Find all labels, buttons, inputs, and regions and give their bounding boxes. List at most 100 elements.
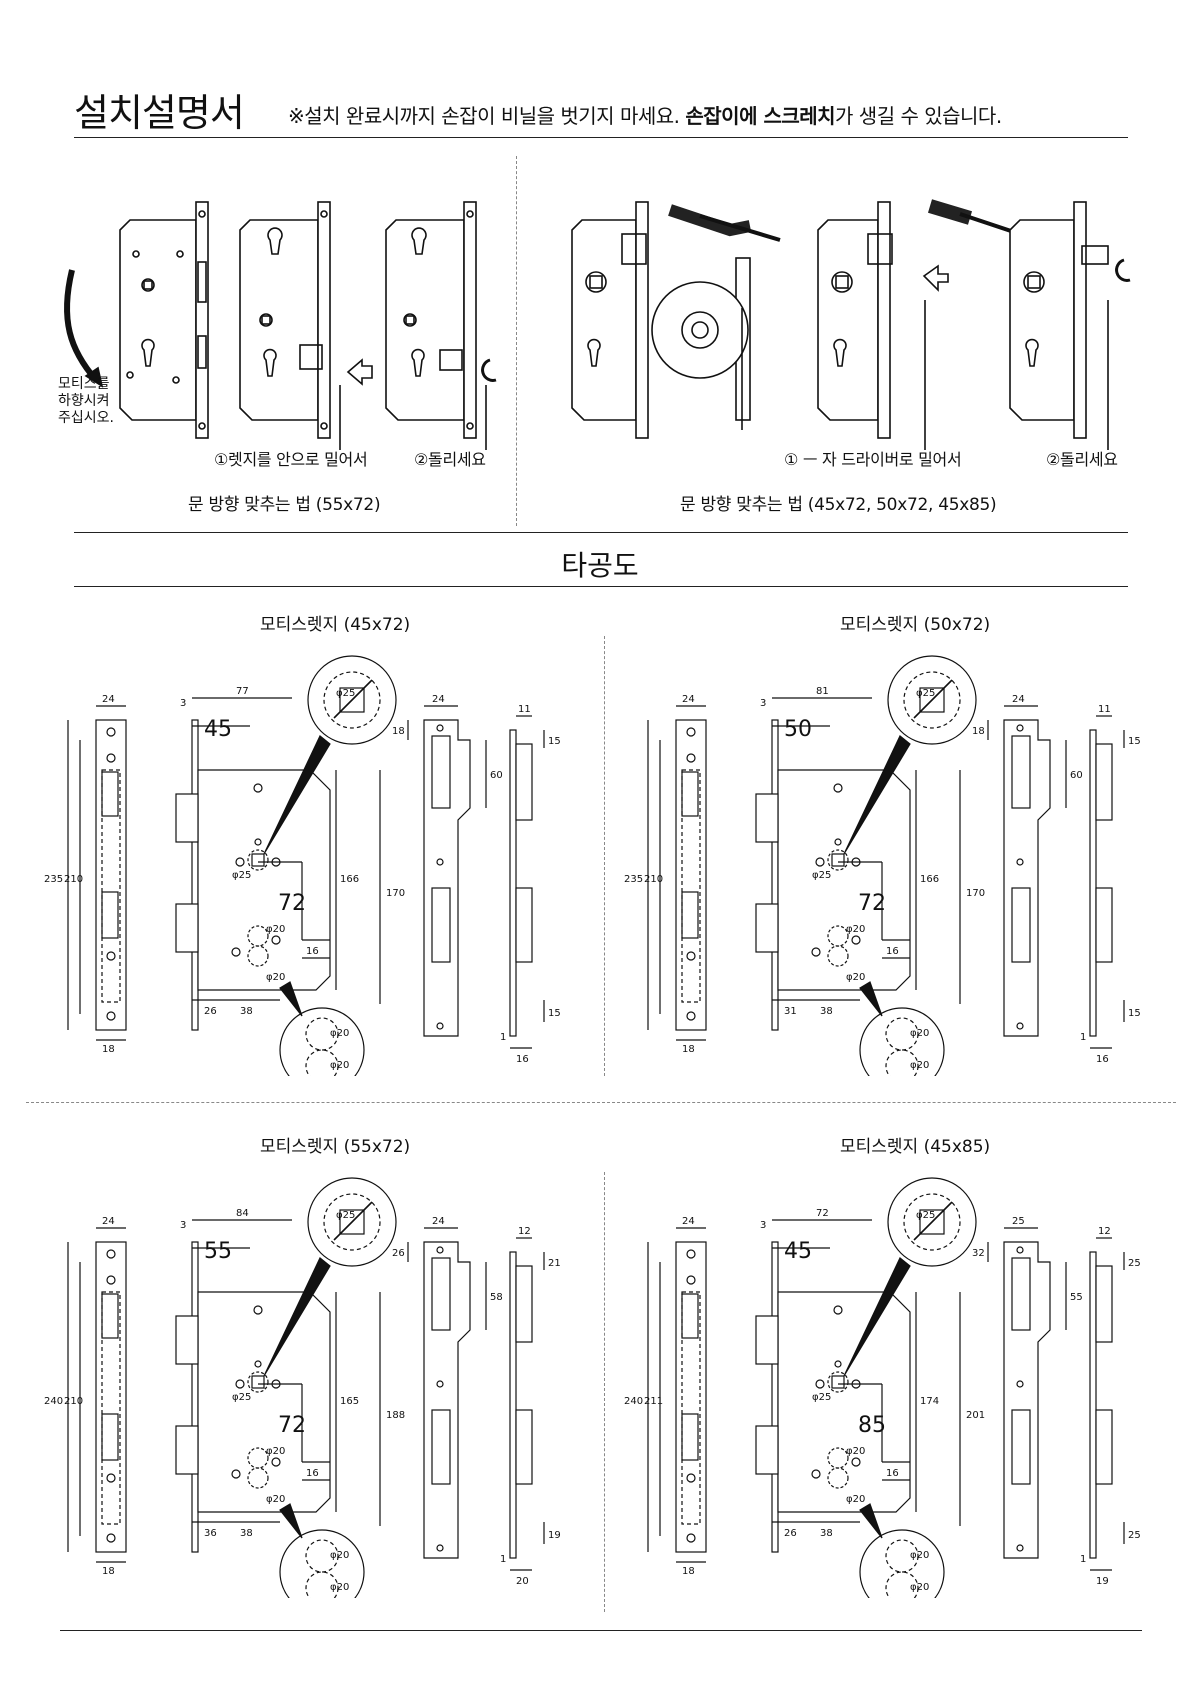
dim-offset: 3 bbox=[180, 698, 186, 709]
dim-face-inner: 210 bbox=[64, 1396, 83, 1407]
faceplate-bolt-hole bbox=[101, 891, 119, 939]
lock-body-6 bbox=[1009, 201, 1109, 439]
dim-strike-w: 24 bbox=[432, 694, 445, 705]
dim-face-bottom: 18 bbox=[682, 1566, 695, 1577]
faceplate bbox=[675, 719, 707, 1031]
dim-face-outer: 240 bbox=[44, 1396, 63, 1407]
dim-depth: 72 bbox=[816, 1208, 829, 1219]
deadbolt bbox=[755, 1425, 779, 1475]
zoom-spindle-dia: φ25 bbox=[916, 688, 935, 699]
right-step-1: ① ㅡ 자 드라이버로 밀어서 bbox=[784, 450, 962, 469]
dim-cyl-dia: φ20 bbox=[846, 1446, 865, 1457]
latch bbox=[175, 793, 199, 843]
case-front bbox=[771, 1241, 779, 1553]
drawing-divider-bottom bbox=[604, 1172, 605, 1612]
dim-strike-top: 18 bbox=[972, 726, 985, 737]
zoom-cylinder bbox=[279, 1007, 365, 1076]
dim-strike-top: 32 bbox=[972, 1248, 985, 1259]
dim-face-outer: 235 bbox=[624, 874, 643, 885]
dim-bottom-b: 38 bbox=[240, 1528, 253, 1539]
dim-spindle-dia: φ25 bbox=[232, 870, 251, 881]
footer-rule bbox=[60, 1630, 1142, 1631]
dim-side-bot: 15 bbox=[548, 1008, 561, 1019]
deadbolt bbox=[175, 903, 199, 953]
install-divider bbox=[516, 156, 517, 526]
dim-bottom-a: 26 bbox=[204, 1006, 217, 1017]
dim-cyl-dia-2: φ20 bbox=[266, 1494, 285, 1505]
drawing-svg: 24 240 210 18 3 84 φ25 φ20 φ20 16 165 18… bbox=[44, 1177, 561, 1598]
drawing-title: 모티스렛지 (45x85) bbox=[840, 1137, 991, 1157]
dim-total-h: 170 bbox=[966, 888, 985, 899]
notice-bold: 손잡이에 스크레치 bbox=[685, 104, 836, 128]
drawing-divider-middle bbox=[26, 1102, 1176, 1103]
dim-side-base: 19 bbox=[1096, 1576, 1109, 1587]
latch bbox=[755, 793, 779, 843]
dim-side-off: 1 bbox=[500, 1032, 506, 1043]
lock-case bbox=[777, 769, 911, 991]
lock-case bbox=[197, 769, 331, 991]
right-caption: 문 방향 맞추는 법 (45x72, 50x72, 45x85) bbox=[680, 495, 997, 515]
dim-case-h: 174 bbox=[920, 1396, 939, 1407]
side-note-line-1: 모티스를 bbox=[58, 376, 110, 392]
zoom-cylinder bbox=[279, 1529, 365, 1598]
drawing-svg: 24 235 210 18 3 81 φ25 φ20 φ20 16 166 17… bbox=[624, 655, 1141, 1076]
dim-side-off: 1 bbox=[1080, 1032, 1086, 1043]
strike-plate bbox=[1003, 1241, 1051, 1559]
dim-face-inner: 210 bbox=[64, 874, 83, 885]
side-strike bbox=[509, 1251, 517, 1559]
dim-cyl-gap: 16 bbox=[306, 946, 319, 957]
faceplate-bolt-hole bbox=[101, 1413, 119, 1461]
side-strike bbox=[509, 729, 517, 1037]
dim-bottom-a: 31 bbox=[784, 1006, 797, 1017]
header-rule bbox=[74, 137, 1128, 138]
notice-suffix: 가 생길 수 있습니다. bbox=[835, 104, 1002, 128]
dim-cyl-gap: 16 bbox=[886, 946, 899, 957]
side-strike bbox=[1089, 729, 1097, 1037]
zoom-spindle-dia: φ25 bbox=[336, 1210, 355, 1221]
zoom-circle bbox=[651, 281, 749, 379]
dim-face-width: 24 bbox=[102, 1216, 115, 1227]
strike-plate bbox=[1003, 719, 1051, 1037]
dim-backset: 55 bbox=[204, 1239, 232, 1264]
dim-side-off: 1 bbox=[1080, 1554, 1086, 1565]
dim-strike-w: 24 bbox=[1012, 694, 1025, 705]
faceplate bbox=[675, 1241, 707, 1553]
dim-case-h: 165 bbox=[340, 1396, 359, 1407]
dim-cyl-dia: φ20 bbox=[846, 924, 865, 935]
install-rule bbox=[74, 532, 1128, 533]
drawing-svg: 24 240 211 18 3 72 φ25 φ20 φ20 16 174 20… bbox=[624, 1177, 1141, 1598]
lock-body-1 bbox=[119, 201, 209, 439]
dim-cyl-gap: 16 bbox=[886, 1468, 899, 1479]
left-step-2: ②돌리세요 bbox=[414, 450, 486, 469]
dim-depth: 81 bbox=[816, 686, 829, 697]
dim-side-w: 11 bbox=[518, 704, 531, 715]
faceplate-latch-hole bbox=[101, 1293, 119, 1339]
install-illustrations bbox=[64, 199, 1131, 450]
dim-bottom-a: 36 bbox=[204, 1528, 217, 1539]
dim-side-w: 12 bbox=[1098, 1226, 1111, 1237]
strike-plate bbox=[423, 719, 471, 1037]
faceplate-hidden-body bbox=[101, 1291, 121, 1525]
faceplate-bolt-hole bbox=[681, 891, 699, 939]
dim-strike-slot: 60 bbox=[490, 770, 503, 781]
dim-side-bot: 25 bbox=[1128, 1530, 1141, 1541]
zoom-cyl-dia-2: φ20 bbox=[330, 1060, 349, 1071]
dim-center: 72 bbox=[278, 1413, 306, 1438]
dim-side-bot: 19 bbox=[548, 1530, 561, 1541]
dim-cyl-gap: 16 bbox=[306, 1468, 319, 1479]
dim-face-outer: 240 bbox=[624, 1396, 643, 1407]
dim-case-h: 166 bbox=[340, 874, 359, 885]
faceplate-hidden-body bbox=[681, 769, 701, 1003]
zoom-cylinder bbox=[859, 1007, 945, 1076]
dim-spindle-dia: φ25 bbox=[812, 1392, 831, 1403]
dim-side-base: 16 bbox=[516, 1054, 529, 1065]
dim-side-top: 21 bbox=[548, 1258, 561, 1269]
zoom-spindle-dia: φ25 bbox=[916, 1210, 935, 1221]
dim-bottom-b: 38 bbox=[820, 1006, 833, 1017]
dim-cyl-dia-2: φ20 bbox=[266, 972, 285, 983]
strike-plate bbox=[423, 1241, 471, 1559]
zoom-spindle-dia: φ25 bbox=[336, 688, 355, 699]
dim-backset: 50 bbox=[784, 717, 812, 742]
drawing-title: 모티스렛지 (45x72) bbox=[260, 615, 411, 635]
dim-offset: 3 bbox=[180, 1220, 186, 1231]
